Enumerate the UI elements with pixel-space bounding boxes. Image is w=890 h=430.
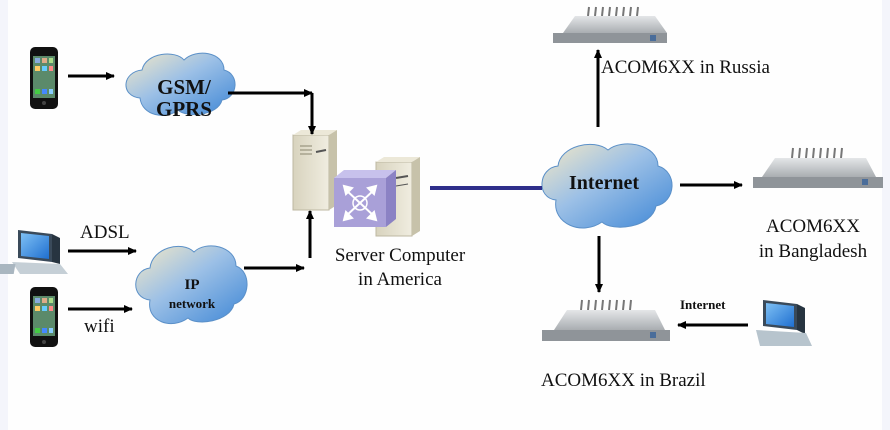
cloud-icon: [125, 52, 236, 116]
server-label-line2: in America: [358, 269, 442, 290]
bangladesh-label-line1: ACOM6XX: [766, 216, 860, 237]
internet-small-label: Internet: [680, 297, 726, 312]
gsm-cloud-label: GSM/ GPRS: [144, 76, 224, 120]
gateway-device-icon: [753, 147, 883, 188]
internet-cloud-label: Internet: [569, 172, 639, 194]
ip-label-line1: IP: [184, 277, 200, 293]
russia-label: ACOM6XX in Russia: [601, 57, 770, 78]
bangladesh-label: ACOM6XX in Bangladesh: [748, 214, 878, 264]
smartphone-icon: [30, 47, 58, 109]
ip-label-line2: network: [168, 296, 216, 311]
ip-cloud-label: IP network: [152, 272, 232, 310]
gsm-label-line2: GPRS: [155, 97, 212, 121]
desktop-computer-icon: [0, 230, 68, 274]
cloud-icon: [541, 143, 673, 229]
desktop-computer-icon: [756, 300, 812, 346]
gsm-label-line1: GSM/: [157, 75, 211, 99]
server-label: Server Computer in America: [320, 244, 480, 292]
brazil-label: ACOM6XX in Brazil: [541, 370, 706, 391]
wifi-label: wifi: [84, 316, 115, 337]
bangladesh-label-line2: in Bangladesh: [758, 241, 868, 262]
server-icon: [292, 130, 337, 211]
smartphone-icon: [30, 287, 58, 347]
cloud-icon: [135, 245, 248, 325]
gateway-device-icon: [553, 6, 667, 43]
router-switch-icon: [334, 170, 396, 227]
gateway-device-icon: [542, 299, 670, 341]
adsl-label: ADSL: [80, 222, 130, 243]
server-label-line1: Server Computer: [334, 245, 466, 266]
